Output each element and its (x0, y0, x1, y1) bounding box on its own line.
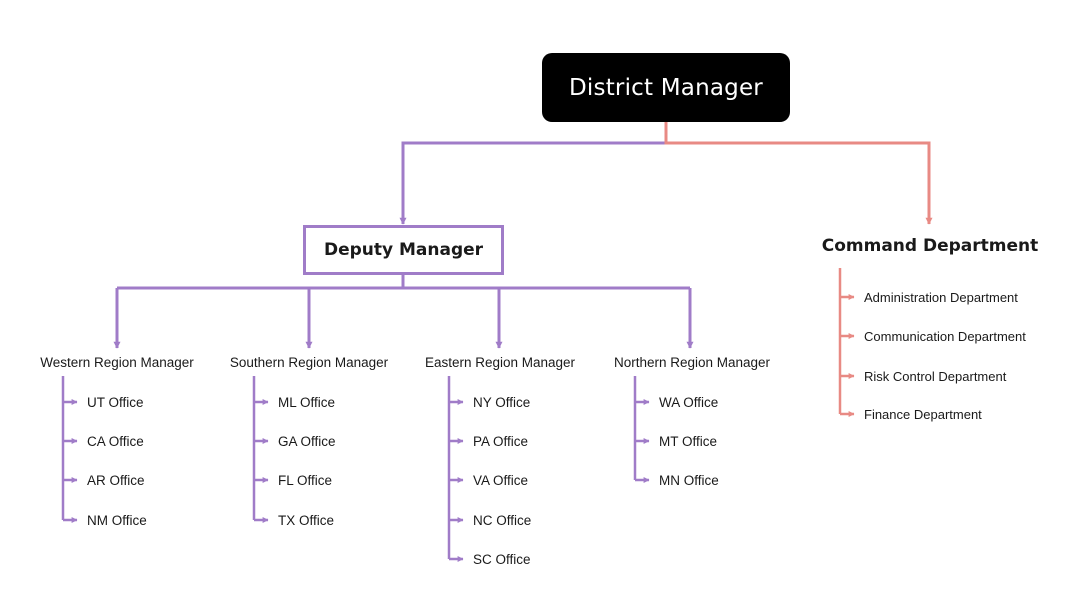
northern-region-title: Northern Region Manager (613, 355, 771, 370)
southern-region-title: Southern Region Manager (229, 355, 389, 370)
southern-office-item: GA Office (278, 434, 336, 449)
western-office-connectors (61, 376, 78, 523)
eastern-office-item: SC Office (473, 552, 531, 567)
western-office-item: AR Office (87, 473, 145, 488)
eastern-office-connectors (447, 376, 464, 562)
command-department-connectors (838, 268, 855, 417)
western-office-item: UT Office (87, 395, 144, 410)
district-manager-label: District Manager (569, 74, 763, 101)
command-department-node: Command Department (821, 236, 1039, 256)
connector-district-command (664, 122, 933, 225)
western-office-item: CA Office (87, 434, 144, 449)
eastern-office-item: NC Office (473, 513, 532, 528)
eastern-region-title: Eastern Region Manager (424, 355, 576, 370)
district-manager-node: District Manager (542, 53, 790, 122)
western-office-item: NM Office (87, 513, 147, 528)
southern-office-item: TX Office (278, 513, 335, 528)
western-region-title: Western Region Manager (40, 355, 194, 370)
eastern-office-item: VA Office (473, 473, 529, 488)
northern-office-item: MN Office (659, 473, 719, 488)
deputy-manager-label: Deputy Manager (323, 240, 484, 260)
deputy-manager-node: Deputy Manager (303, 225, 504, 275)
eastern-office-item: PA Office (473, 434, 529, 449)
northern-office-item: MT Office (659, 434, 718, 449)
southern-office-connectors (252, 376, 269, 523)
northern-office-connectors (633, 376, 650, 483)
command-department-item: Finance Department (864, 407, 982, 422)
command-department-item: Risk Control Department (864, 369, 1007, 384)
command-department-item: Administration Department (864, 290, 1018, 305)
eastern-office-item: NY Office (473, 395, 531, 410)
southern-office-item: ML Office (278, 395, 336, 410)
northern-office-item: WA Office (659, 395, 719, 410)
command-department-item: Communication Department (864, 329, 1026, 344)
southern-office-item: FL Office (278, 473, 333, 488)
connector-district-deputy (399, 122, 668, 225)
